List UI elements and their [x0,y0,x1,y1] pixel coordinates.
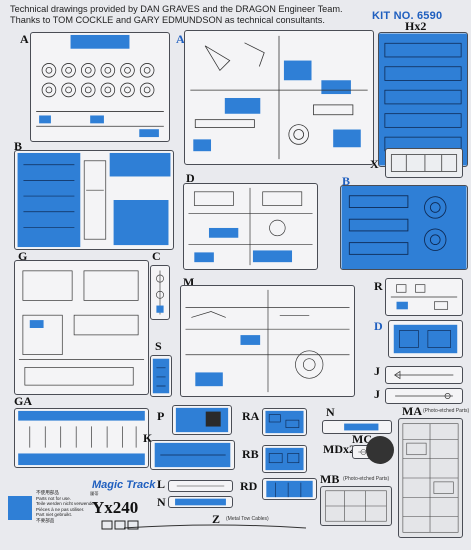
sprue-label-k: K [143,431,153,445]
sprue-l-drawing [176,485,225,487]
sprue-l-frame [168,480,233,492]
sprue-d2-drawing [393,324,458,354]
not-for-use-legend-text: 不使用部品 Parts not for use. Teile werden ni… [36,490,97,523]
header-credits-line1: Technical drawings provided by DAN GRAVE… [10,4,343,14]
sprue-p-drawing [175,407,229,433]
sprue-label-ma: MA [402,404,422,418]
sprue-a-frame [30,32,170,142]
sprue-a2-drawing [190,35,368,160]
sprue-hx2-drawing [379,33,467,166]
tow-cable-drawing [123,524,307,529]
sprue-label-g: G [18,249,28,263]
sprue-ga-frame [14,408,149,468]
sprue-k-frame [150,440,235,470]
sprue-mb-frame [320,486,392,526]
sprue-m-drawing [185,289,350,393]
sprue-j2-frame [385,388,463,404]
sprue-d-frame [183,183,318,270]
sprue-s-drawing [152,358,170,394]
sprue-ga-drawing [18,410,145,466]
sprue-b2-drawing [341,186,467,269]
not-for-use-legend-swatch [8,496,32,520]
sprue-d-drawing [188,187,313,266]
ma-note: (Photo-etched Parts) [423,408,470,414]
magic-track-logo: Magic Track [92,479,156,491]
sprue-b-frame [14,150,174,250]
sprue-j-frame [385,366,463,384]
z-note: (Metal Tow Cables) [226,516,269,522]
sprue-n-frame [322,420,392,434]
sprue-label-d: D [186,171,195,185]
mc-part [366,436,394,464]
header-credits-line2: Thanks to TOM COCKLE and GARY EDMUNDSON … [10,15,325,25]
sprue-p-frame [172,405,232,435]
sprue-label-c: C [152,249,161,263]
sprue-ma-frame [398,418,463,538]
sprue-a2-frame [184,30,374,165]
sprue-n2-frame [168,496,233,508]
sprue-rd-frame [262,478,317,500]
sprue-label-m: M [183,275,195,289]
track-link-icon [101,520,139,530]
sprue-rb-frame [262,445,307,473]
sprue-label-hx2: Hx2 [405,19,427,33]
sprue-label-z: Z [212,512,221,526]
sprue-n2-drawing [175,498,226,506]
sprue-label-x: X [370,157,379,171]
sprue-label-d2: D [374,319,383,333]
sprue-label-n2: N [157,495,166,509]
sprue-ma-drawing [402,423,459,533]
sprue-m-frame [180,285,355,397]
mb-note: (Photo-etched Parts) [343,476,390,482]
sprue-label-b2: B [342,174,351,188]
sprue-label-mdx2: MDx2 [323,442,355,456]
sprue-label-a2: A [176,32,185,46]
sprue-r-frame [385,278,463,316]
sprue-c-drawing [156,270,164,315]
sprue-s-frame [150,355,172,397]
sprue-ra-drawing [265,410,304,434]
sprue-j-drawing [394,370,454,380]
sprue-hx2-frame [378,32,468,167]
track-subtitle: 履帯 [90,491,99,496]
sprue-label-j2: J [374,387,380,401]
sprue-b-drawing [17,152,171,248]
sprue-rd-drawing [266,480,313,498]
sprue-r-drawing [390,284,458,310]
sprue-label-ga: GA [14,394,32,408]
kit-number: KIT NO. 6590 [372,10,443,22]
sprue-mb-drawing [325,490,387,522]
sprue-label-rd: RD [240,479,258,493]
sprue-ra-frame [262,408,307,436]
sprue-label-rb: RB [242,447,259,461]
track-model-label: Yx240 [92,498,139,517]
sprue-label-a: A [20,32,29,46]
sprue-label-s: S [155,339,162,353]
sprue-label-b: B [14,139,23,153]
sprue-c-frame [150,265,170,320]
sprue-d2-frame [388,320,463,358]
sprue-g-frame [14,260,149,395]
sprue-label-r: R [374,279,383,293]
sprue-x-frame [385,148,463,178]
sprue-x-drawing [390,154,458,172]
sprue-b2-frame [340,185,468,270]
sprue-n-drawing [344,423,379,431]
sprue-label-ra: RA [242,409,260,423]
sprue-rb-drawing [265,447,304,471]
sprue-label-mb: MB [320,472,340,486]
sprue-label-p: P [157,409,165,423]
sprue-label-n: N [326,405,335,419]
sprue-j2-drawing [395,393,453,399]
sprue-g-drawing [18,270,145,386]
sprue-label-j: J [374,364,380,378]
sprue-label-l: L [157,477,166,491]
sprue-k-drawing [154,442,231,468]
sprue-a-drawing [36,34,164,138]
